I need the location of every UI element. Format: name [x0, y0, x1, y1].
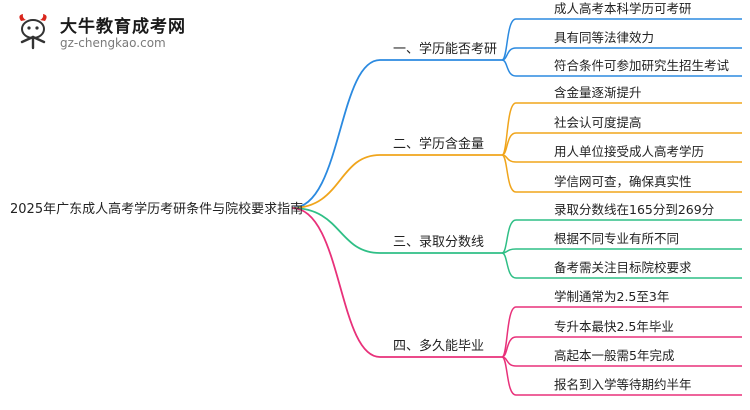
leaf-connector [501, 306, 548, 358]
logo-title: 大牛教育成考网 [60, 17, 186, 37]
leaf-connector [501, 219, 548, 254]
leaf-label[interactable]: 成人高考本科学历可考研 [554, 1, 692, 16]
leaf-label[interactable]: 含金量逐渐提升 [554, 85, 642, 100]
leaf-connector [501, 356, 548, 396]
branch-label[interactable]: 二、学历含金量 [393, 136, 484, 152]
logo-url: gz-chengkao.com [60, 36, 166, 50]
leaf-label[interactable]: 专升本最快2.5年毕业 [554, 319, 674, 334]
root-topic: 2025年广东成人高考学历考研条件与院校要求指南 [10, 201, 303, 217]
leaf-label[interactable]: 高起本一般需5年完成 [554, 348, 674, 363]
branch-connector [291, 207, 388, 254]
leaf-label[interactable]: 根据不同专业有所不同 [554, 231, 679, 246]
brand-logo[interactable]: 大牛教育成考网 gz-chengkao.com [6, 6, 185, 56]
leaf-connector [501, 59, 548, 77]
branch-connector [291, 154, 388, 209]
leaf-connector [501, 356, 548, 367]
branch-label[interactable]: 一、学历能否考研 [393, 41, 497, 57]
leaf-label[interactable]: 学制通常为2.5至3年 [554, 289, 669, 304]
leaf-connector [501, 336, 548, 358]
leaf-label[interactable]: 学信网可查，确保真实性 [554, 174, 692, 189]
leaf-label[interactable]: 用人单位接受成人高考学历 [554, 144, 704, 159]
leaf-label[interactable]: 备考需关注目标院校要求 [554, 260, 692, 275]
leaf-connector [501, 248, 548, 254]
leaf-label[interactable]: 录取分数线在165分到269分 [554, 202, 714, 217]
leaf-connector [501, 18, 548, 61]
leaf-connector [501, 102, 548, 156]
bull-logo-icon [19, 14, 47, 50]
leaf-connector [501, 132, 548, 156]
leaf-connector [501, 47, 548, 61]
branch-connector [291, 59, 388, 209]
leaf-connector [501, 252, 548, 279]
leaf-connector [501, 154, 548, 193]
branch-label[interactable]: 四、多久能毕业 [393, 338, 484, 354]
leaf-connector [501, 154, 548, 163]
leaf-label[interactable]: 具有同等法律效力 [554, 30, 654, 45]
leaf-label[interactable]: 社会认可度提高 [554, 115, 642, 130]
branch-connector [291, 207, 388, 358]
branch-label[interactable]: 三、录取分数线 [393, 235, 484, 250]
leaf-label[interactable]: 报名到入学等待期约半年 [554, 377, 692, 392]
leaf-label[interactable]: 符合条件可参加研究生招生考试 [554, 58, 730, 73]
